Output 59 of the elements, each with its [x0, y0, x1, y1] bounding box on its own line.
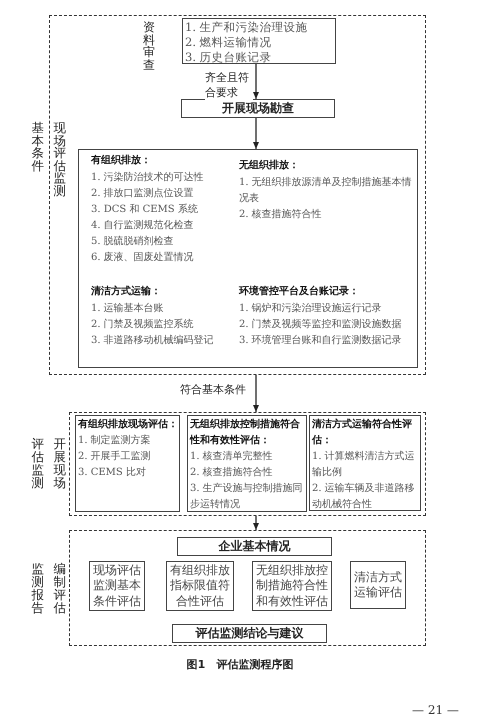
arrow: [253, 118, 259, 149]
list-item: 3. 环境管理台账和自行监测数据记录: [239, 334, 403, 348]
section-heading: 环境管控平台及台账记录：: [239, 284, 360, 299]
list-item: 1. 锅炉和污染治理设施运行记录: [239, 302, 383, 316]
step-box: [172, 624, 327, 643]
list-item: 5. 脱硫脱硝剂检查: [91, 234, 175, 249]
list-item: 3. 生产设施与控制措施同步运转情况: [190, 482, 304, 512]
list-item: 1. 污染防治技术的可达性: [91, 170, 205, 185]
arrow: [253, 375, 259, 412]
result-text: 有组织排放指标限值符合性评估: [169, 562, 231, 610]
list-item: 2. 排放口监测点位设置: [91, 186, 195, 201]
list-item: 2. 运输车辆及非道路移动机械符合性: [312, 482, 416, 512]
step-title: 开展现场勘查: [221, 100, 295, 117]
step-box: [181, 99, 335, 118]
result-box: [350, 561, 406, 609]
arrow: [253, 64, 259, 99]
result-text: 现场评估监测基本条件评估: [92, 562, 142, 610]
list-item: 1. 运输基本台账: [91, 302, 165, 316]
box-heading: 清洁方式运输符合性评估：: [312, 417, 413, 448]
list-item: 1. 生产和污染治理设施: [185, 20, 309, 35]
box-heading: 有组织排放现场评估：: [78, 418, 178, 432]
page-number: — 21 —: [412, 703, 459, 717]
list-item: 1. 制定监测方案: [78, 434, 152, 448]
result-text: 无组织排放控制措施符合性和有效性评估: [255, 562, 329, 610]
list-item: 2. 门禁及视频等监控和监测设施数据: [239, 318, 403, 332]
caption: 图1 评估监测程序图: [186, 658, 294, 671]
step-title: 评估监测结论与建议: [194, 625, 304, 642]
list-item: 3. 非道路移动机械编码登记: [91, 334, 215, 348]
group-heading: 开展现场评估监测: [30, 437, 68, 490]
list-item: 3. DCS 和 CEMS 系统: [91, 202, 199, 217]
list-item: 1. 无组织排放源清单及控制措施基本情况表: [239, 176, 413, 206]
list-item: 6. 废液、固废处置情况: [91, 250, 195, 265]
group-heading: 现场评估监测基本条件: [30, 122, 68, 198]
list-item: 4. 自行监测规范化检查: [91, 218, 195, 233]
list-item: 3. CEMS 比对: [78, 466, 147, 480]
step-box: [177, 537, 332, 556]
list-item: 1. 核查清单完整性: [190, 450, 274, 464]
list-box: [309, 415, 421, 511]
edge-label: 齐全且符合要求: [205, 70, 253, 100]
list-item: 2. 燃料运输情况: [185, 35, 273, 50]
arrow: [253, 516, 259, 530]
section-heading: 有组织排放：: [91, 154, 152, 168]
list-box: [187, 415, 307, 512]
side-label: 资料审查: [142, 21, 156, 73]
step-title: 企业基本情况: [217, 538, 292, 555]
result-text: 清洁方式运输评估: [353, 570, 403, 600]
list-item: 1. 计算燃料清洁方式运输比例: [312, 450, 416, 480]
content-box: [78, 149, 418, 368]
group-heading: 编制评估监测报告: [30, 562, 68, 615]
list-item: 2. 核查措施符合性: [190, 466, 274, 480]
list-box: [182, 18, 336, 64]
list-item: 2. 核查措施符合性: [239, 208, 323, 222]
list-item: 2. 门禁及视频监控系统: [91, 318, 195, 332]
section-heading: 清洁方式运输：: [91, 284, 162, 299]
list-item: 2. 开展手工监测: [78, 450, 152, 464]
section-heading: 无组织排放：: [239, 158, 300, 173]
list-box: [75, 415, 180, 512]
box-heading: 无组织排放控制措施符合性和有效性评估：: [190, 418, 301, 448]
list-item: 3. 历史台账记录: [185, 50, 273, 65]
